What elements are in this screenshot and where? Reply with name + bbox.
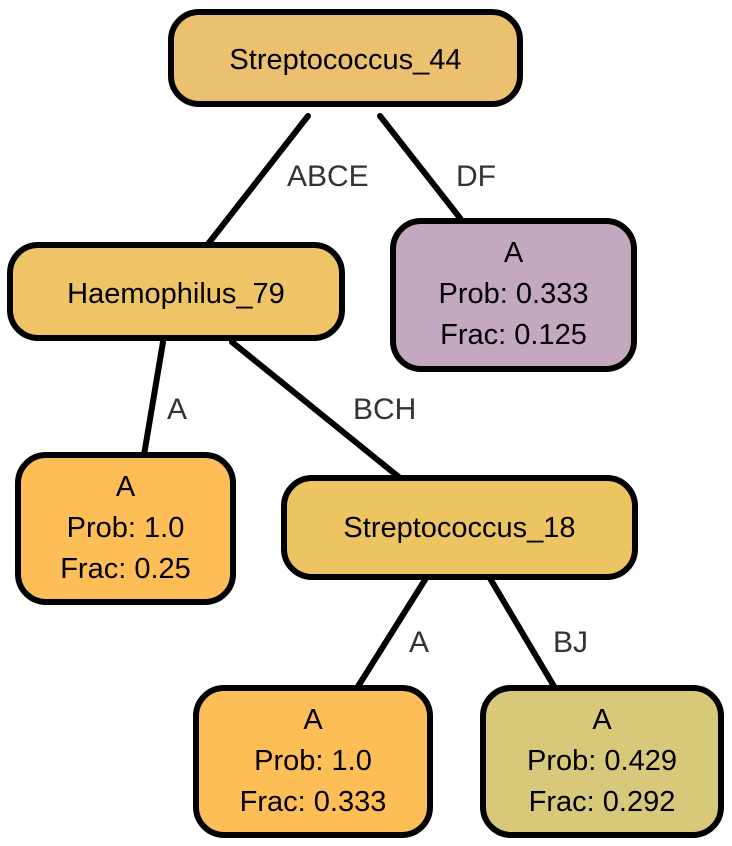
edge-haemophilus-79-to-leaf-a1: A	[141, 339, 187, 458]
leaf-frac-label: Frac: 0.292	[529, 786, 676, 818]
node-box	[168, 9, 523, 107]
edge-label-bj: BJ	[553, 626, 588, 659]
edge-streptococcus-44-to-leaf-df: DF	[377, 113, 496, 221]
leaf-class-label: A	[303, 704, 323, 736]
edges-layer: ABCE DF A BCH A BJ	[141, 113, 588, 691]
leaf-prob-label: Prob: 0.429	[527, 745, 677, 777]
edge-streptococcus-44-to-haemophilus-79: ABCE	[205, 113, 369, 247]
edge-label-abce: ABCE	[287, 160, 369, 193]
edge-line	[485, 572, 558, 691]
node-label: Streptococcus_18	[343, 512, 575, 544]
leaf-frac-label: Frac: 0.125	[440, 319, 587, 351]
edge-haemophilus-79-to-streptococcus-18: BCH	[229, 339, 416, 481]
edge-line	[377, 113, 463, 221]
leaf-prob-label: Prob: 0.333	[439, 278, 589, 310]
node-box	[281, 475, 638, 580]
leaf-frac-label: Frac: 0.333	[240, 786, 387, 818]
leaf-node-a1: A Prob: 1.0 Frac: 0.25	[15, 452, 236, 605]
edge-streptococcus-18-to-leaf-bj: BJ	[485, 572, 588, 691]
leaf-class-label: A	[504, 237, 524, 269]
edge-streptococcus-18-to-leaf-a2: A	[354, 572, 431, 691]
node-box	[480, 685, 724, 838]
nodes-layer: Streptococcus_44 Haemophilus_79 A Prob: …	[7, 9, 724, 838]
edge-line	[229, 339, 403, 481]
node-streptococcus-44: Streptococcus_44	[168, 9, 523, 107]
edge-line	[354, 572, 431, 691]
edge-label-a: A	[167, 393, 187, 426]
leaf-node-a2: A Prob: 1.0 Frac: 0.333	[193, 685, 433, 838]
edge-label-df: DF	[456, 160, 496, 193]
node-haemophilus-79: Haemophilus_79	[7, 242, 345, 341]
node-box	[193, 685, 433, 838]
leaf-node-df: A Prob: 0.333 Frac: 0.125	[390, 218, 637, 372]
leaf-class-label: A	[116, 471, 136, 503]
edge-line	[205, 113, 311, 247]
leaf-prob-label: Prob: 1.0	[67, 512, 185, 544]
node-streptococcus-18: Streptococcus_18	[281, 475, 638, 580]
node-box	[15, 452, 236, 605]
leaf-class-label: A	[592, 704, 612, 736]
node-label: Streptococcus_44	[229, 44, 461, 76]
leaf-node-bj: A Prob: 0.429 Frac: 0.292	[480, 685, 724, 838]
node-box	[7, 242, 345, 341]
edge-line	[141, 339, 166, 458]
leaf-prob-label: Prob: 1.0	[254, 745, 372, 777]
leaf-frac-label: Frac: 0.25	[60, 553, 191, 585]
node-box	[390, 218, 637, 372]
edge-label-bch: BCH	[353, 393, 416, 426]
node-label: Haemophilus_79	[67, 278, 285, 310]
edge-label-a: A	[409, 626, 429, 659]
